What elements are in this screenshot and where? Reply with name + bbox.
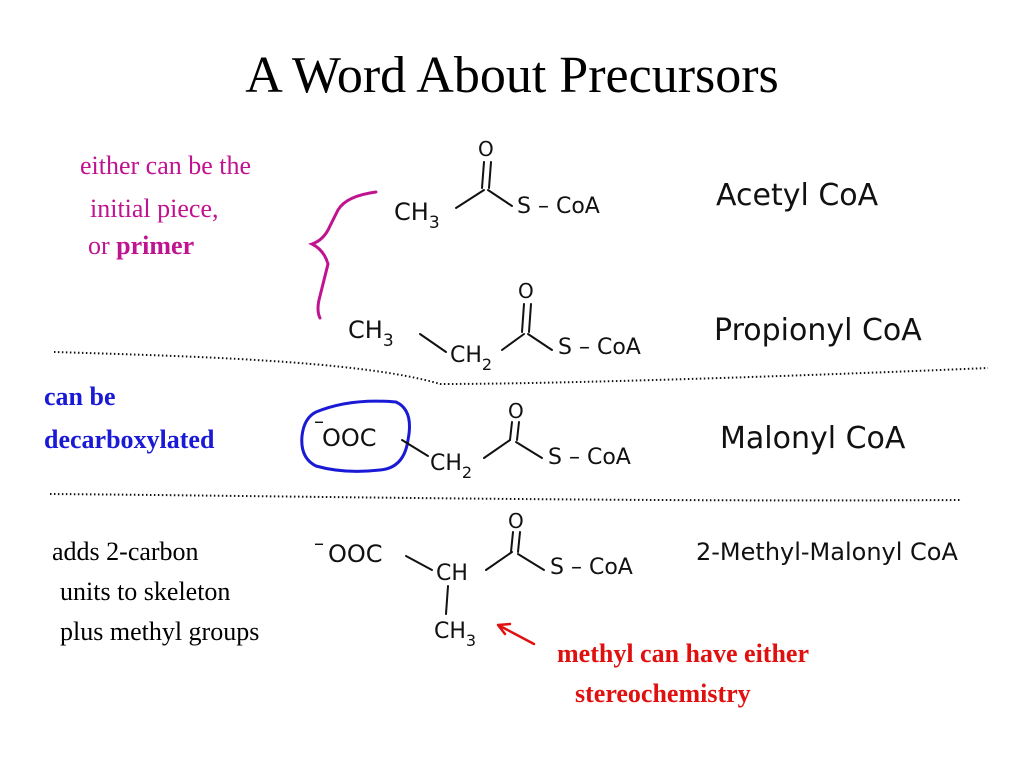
- acetyl-oxygen: O: [478, 137, 494, 161]
- acetyl-coa-name: Acetyl CoA: [716, 178, 879, 213]
- propionyl-s-coa: S – CoA: [558, 335, 641, 360]
- grouping-brace: [308, 190, 378, 320]
- carboxyl-circle: [300, 399, 411, 473]
- acetyl-coa-structure: O CH3 S – CoA Acetyl CoA: [394, 137, 879, 233]
- decarboxylated-line1: can be: [44, 382, 116, 411]
- decarboxylated-line2: decarboxylated: [44, 425, 215, 454]
- adds-line2: units to skeleton: [60, 577, 231, 606]
- methylmalonyl-coa-structure: – OOC CH O S – CoA CH3 2-Methyl-Malonyl …: [314, 509, 958, 650]
- propionyl-ch3: CH3: [348, 316, 394, 351]
- primer-note-line3: or primer: [88, 224, 251, 267]
- malonyl-s-coa: S – CoA: [548, 445, 631, 470]
- malonyl-coa-name: Malonyl CoA: [720, 421, 906, 456]
- methylmalonyl-minus: –: [314, 531, 324, 555]
- methyl-line2: stereochemistry: [575, 679, 751, 708]
- methyl-note: methyl can have either stereochemistry: [557, 632, 809, 715]
- slide-title: A Word About Precursors: [245, 47, 779, 104]
- methylmalonyl-coa-name: 2-Methyl-Malonyl CoA: [696, 538, 958, 566]
- adds-line3: plus methyl groups: [60, 617, 260, 646]
- acetyl-ch3: CH3: [394, 198, 440, 233]
- primer-note-line2: initial piece,: [90, 194, 219, 223]
- malonyl-ch2: CH2: [430, 451, 472, 482]
- malonyl-coa-structure: – OOC CH2 O S – CoA Malonyl CoA: [300, 399, 906, 482]
- primer-note: either can be the initial piece, or prim…: [80, 144, 251, 267]
- primer-note-prefix: or: [88, 231, 117, 260]
- decarboxylated-note: can be decarboxylated: [44, 375, 214, 461]
- malonyl-ooc: OOC: [322, 424, 377, 452]
- methylmalonyl-oxygen: O: [508, 509, 524, 533]
- methyl-line1: methyl can have either: [557, 639, 810, 668]
- methylmalonyl-ch3: CH3: [434, 619, 476, 650]
- acetyl-s-coa: S – CoA: [517, 194, 600, 219]
- propionyl-ch2: CH2: [450, 343, 492, 374]
- primer-keyword: primer: [116, 231, 195, 260]
- primer-note-line1: either can be the: [80, 151, 252, 180]
- methylmalonyl-s-coa: S – CoA: [550, 555, 633, 580]
- malonyl-oxygen: O: [508, 399, 524, 423]
- stereo-arrow: [496, 622, 536, 646]
- propionyl-coa-name: Propionyl CoA: [714, 313, 922, 348]
- methylmalonyl-ch: CH: [436, 561, 468, 586]
- adds-line1: adds 2-carbon: [52, 537, 199, 566]
- adds-note: adds 2-carbon units to skeleton plus met…: [52, 530, 259, 653]
- malonyl-minus: –: [314, 409, 324, 433]
- separator-bottom: [49, 493, 963, 502]
- propionyl-coa-structure: O CH3 CH2 S – CoA Propionyl CoA: [348, 279, 922, 374]
- methylmalonyl-ooc: OOC: [328, 540, 383, 568]
- propionyl-oxygen: O: [518, 279, 534, 303]
